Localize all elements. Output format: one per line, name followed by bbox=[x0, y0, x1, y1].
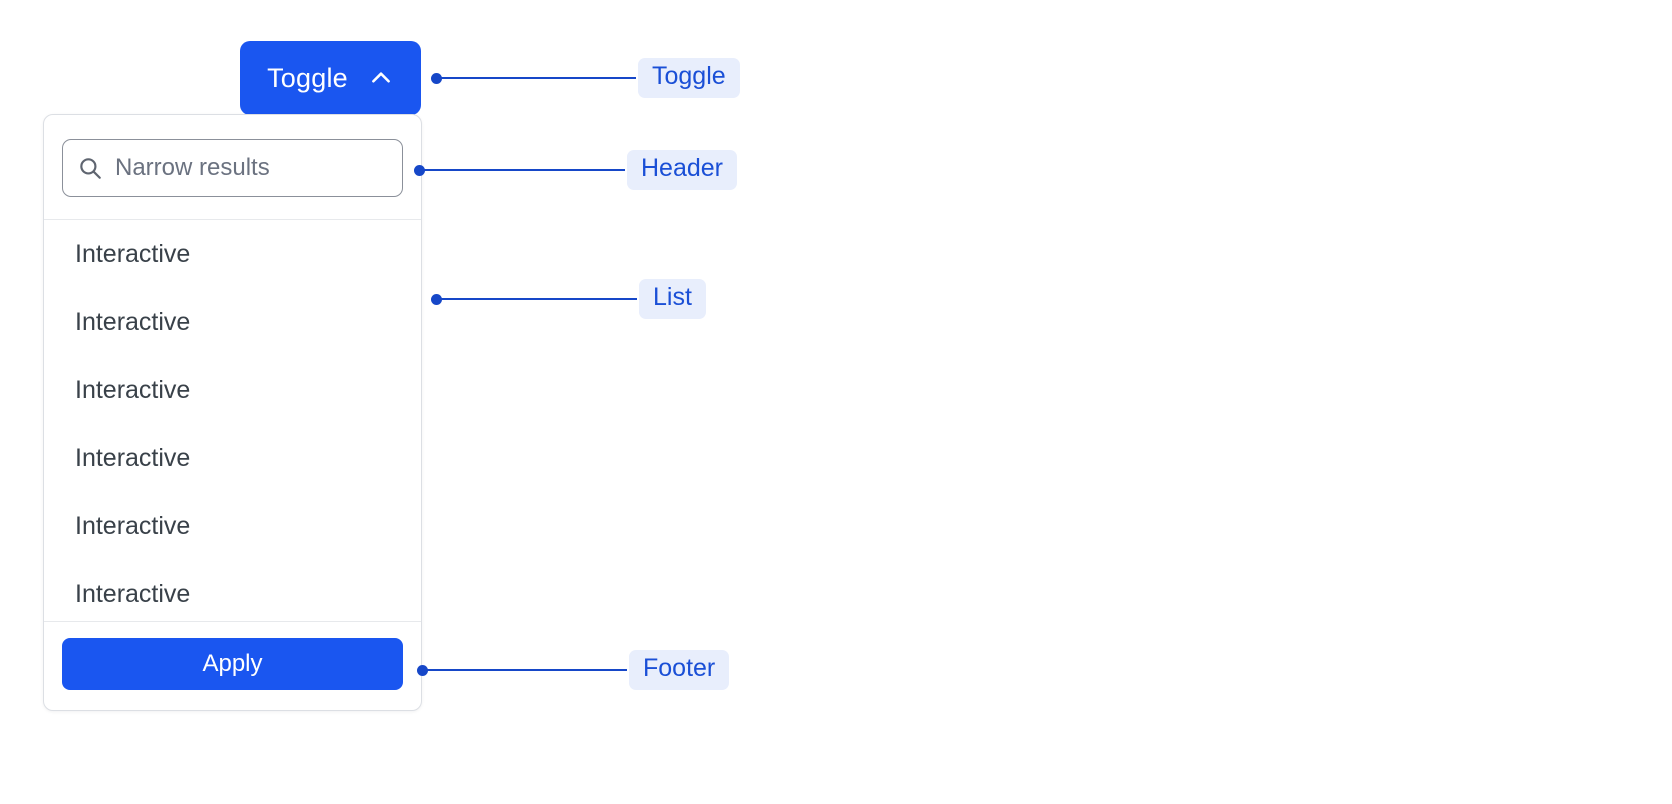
toggle-button[interactable]: Toggle bbox=[240, 41, 421, 115]
annotation-dot bbox=[431, 72, 442, 84]
annotation-dot bbox=[417, 664, 428, 676]
list-item[interactable]: Interactive bbox=[75, 511, 191, 540]
annotation-line bbox=[424, 169, 625, 171]
panel-header bbox=[44, 115, 421, 220]
chevron-up-icon bbox=[368, 65, 394, 91]
annotation-label: Header bbox=[627, 150, 737, 190]
search-icon bbox=[77, 155, 103, 181]
annotation-dot bbox=[431, 293, 442, 305]
annotation-label: Footer bbox=[629, 650, 730, 690]
list-item[interactable]: Interactive bbox=[75, 239, 191, 268]
list-item[interactable]: Interactive bbox=[75, 307, 191, 336]
annotation-line bbox=[441, 298, 637, 300]
annotation-label: List bbox=[639, 279, 706, 319]
annotation-dot bbox=[414, 164, 425, 176]
search-input[interactable] bbox=[115, 140, 402, 196]
annotation-label: Toggle bbox=[638, 58, 740, 98]
dropdown-panel: Interactive Interactive Interactive Inte… bbox=[43, 114, 422, 711]
panel-footer: Apply bbox=[44, 621, 421, 710]
list-item[interactable]: Interactive bbox=[75, 579, 191, 608]
list-item[interactable]: Interactive bbox=[75, 443, 191, 472]
apply-button[interactable]: Apply bbox=[62, 638, 403, 690]
panel-list: Interactive Interactive Interactive Inte… bbox=[44, 220, 421, 621]
annotation-line bbox=[441, 77, 636, 79]
list-item[interactable]: Interactive bbox=[75, 375, 191, 404]
annotation-line bbox=[427, 669, 627, 671]
search-box[interactable] bbox=[62, 139, 403, 197]
toggle-button-label: Toggle bbox=[267, 62, 348, 93]
